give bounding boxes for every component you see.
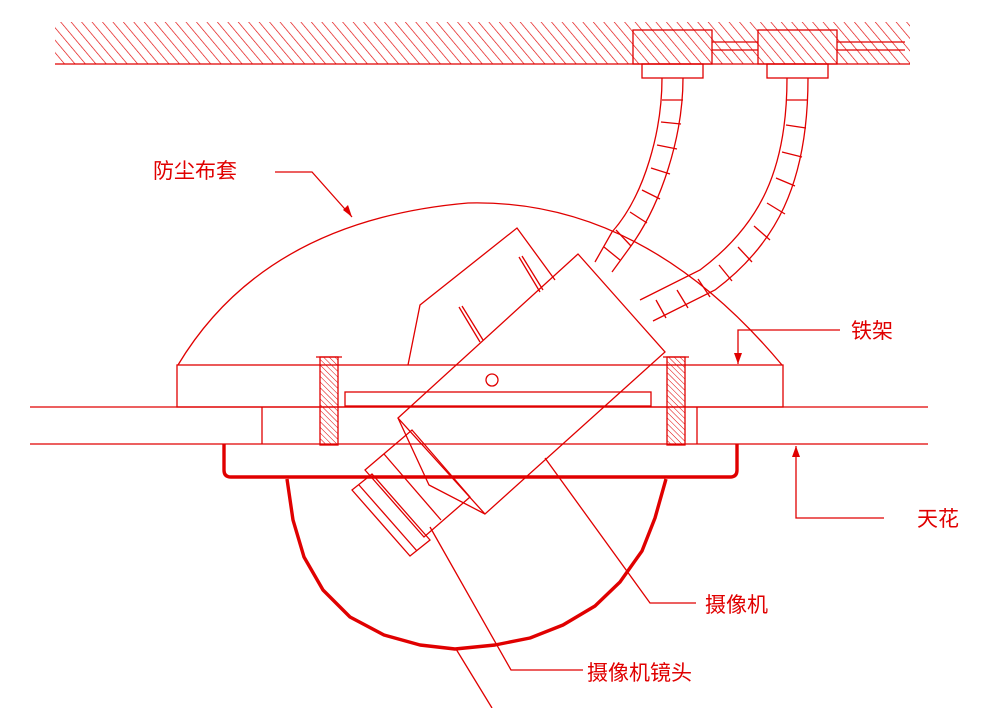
trim-ring (222, 444, 739, 479)
ceiling-slab (55, 22, 910, 65)
label-camera-lens: 摄像机镜头 (587, 661, 692, 685)
mounting-bolts (316, 356, 689, 446)
label-camera: 摄像机 (705, 593, 768, 617)
ceiling-board (30, 406, 928, 445)
leader-lines (275, 171, 884, 708)
lower-dome (285, 478, 668, 651)
flexible-conduits (594, 77, 809, 322)
label-iron-frame: 铁架 (851, 319, 893, 343)
label-ceiling: 天花 (917, 507, 959, 531)
label-dust-cover: 防尘布套 (153, 159, 237, 183)
junction-boxes (632, 29, 905, 79)
dust-cover (177, 202, 783, 366)
iron-frame (176, 364, 784, 408)
camera-assembly (351, 227, 666, 557)
